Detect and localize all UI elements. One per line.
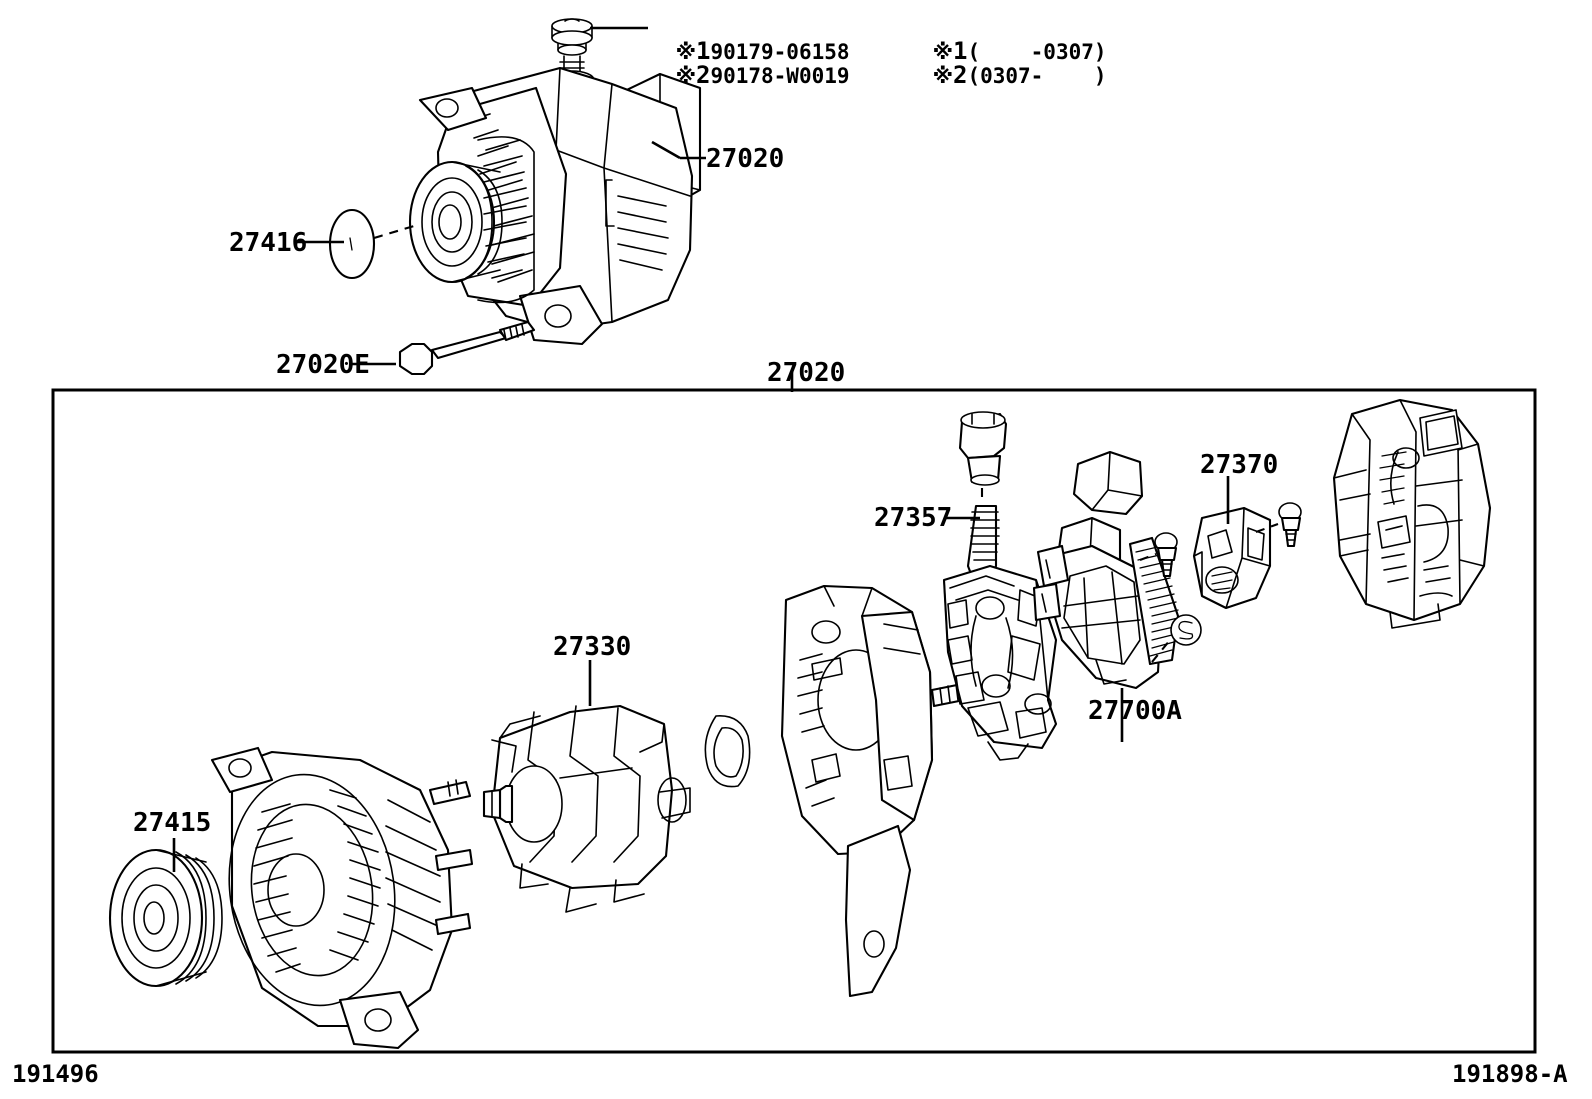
s-marker-dashline — [1151, 639, 1171, 663]
note-partnumber-2: 90178-W0019 — [710, 64, 850, 88]
note-mark-1: ※ — [675, 40, 696, 64]
note-mark-2: ※ — [675, 64, 696, 88]
regulator-screw-part — [1154, 532, 1178, 578]
label-27357[interactable]: 27357 — [874, 503, 953, 533]
label-27020-upper[interactable]: 27020 — [706, 144, 785, 174]
rectifier-assembly-part — [942, 564, 1058, 761]
front-mount-bracket — [418, 86, 604, 346]
pulley-cap-part — [328, 208, 376, 280]
legend-index-2: 2 — [953, 61, 968, 89]
s-callout-marker — [1170, 614, 1202, 646]
rear-end-housing-part — [780, 584, 966, 998]
rubber-seal-part — [704, 715, 751, 788]
cooling-fan-upper — [477, 136, 535, 304]
cap-assembly-dashline — [373, 224, 415, 240]
legend-range-1: ( -0307) — [967, 40, 1107, 64]
footer-left-id: 191496 — [12, 1060, 99, 1088]
drive-pulley-part — [108, 848, 223, 988]
legend-row-1: ※1( -0307) — [882, 18, 1107, 84]
note-index-2: 2 — [696, 61, 711, 89]
legend-index-1: 1 — [953, 37, 968, 65]
label-27020E[interactable]: 27020E — [276, 350, 370, 380]
note-row-1: ※190179-06158 — [625, 18, 850, 84]
footer-right-id: 191898-A — [1452, 1060, 1568, 1088]
label-27020-box[interactable]: 27020 — [767, 358, 846, 388]
screw-dashline-2 — [1255, 523, 1279, 533]
note-row-2: ※290178-W0019 — [625, 42, 850, 108]
screw-dashline-1 — [1139, 553, 1157, 561]
stator-coil-part — [1332, 398, 1492, 629]
brush-holder-part — [1032, 450, 1180, 690]
label-27415[interactable]: 27415 — [133, 808, 212, 838]
legend-mark-2: ※ — [932, 64, 953, 88]
terminal-nut-part — [551, 18, 593, 56]
regulator-bracket-part — [1192, 506, 1272, 610]
label-27370[interactable]: 27370 — [1200, 450, 1279, 480]
legend-row-2: ※2(0307- ) — [882, 42, 1107, 108]
label-27330[interactable]: 27330 — [553, 632, 632, 662]
rotor-part — [482, 704, 691, 913]
label-27416[interactable]: 27416 — [229, 228, 308, 258]
terminal-insulator-part — [958, 411, 1008, 486]
note-index-1: 1 — [696, 37, 711, 65]
alternator-pulley-upper — [408, 160, 503, 284]
front-housing-assembly — [210, 746, 474, 1050]
legend-mark-1: ※ — [932, 40, 953, 64]
mounting-bolt-part — [398, 320, 536, 376]
bracket-screw-part — [1278, 502, 1302, 548]
lower-assembly-frame — [51, 388, 1537, 1054]
leader-27020-upper — [651, 140, 706, 160]
legend-range-2: (0307- ) — [967, 64, 1107, 88]
label-27700A[interactable]: 27700A — [1088, 696, 1182, 726]
note-partnumber-1: 90179-06158 — [710, 40, 850, 64]
